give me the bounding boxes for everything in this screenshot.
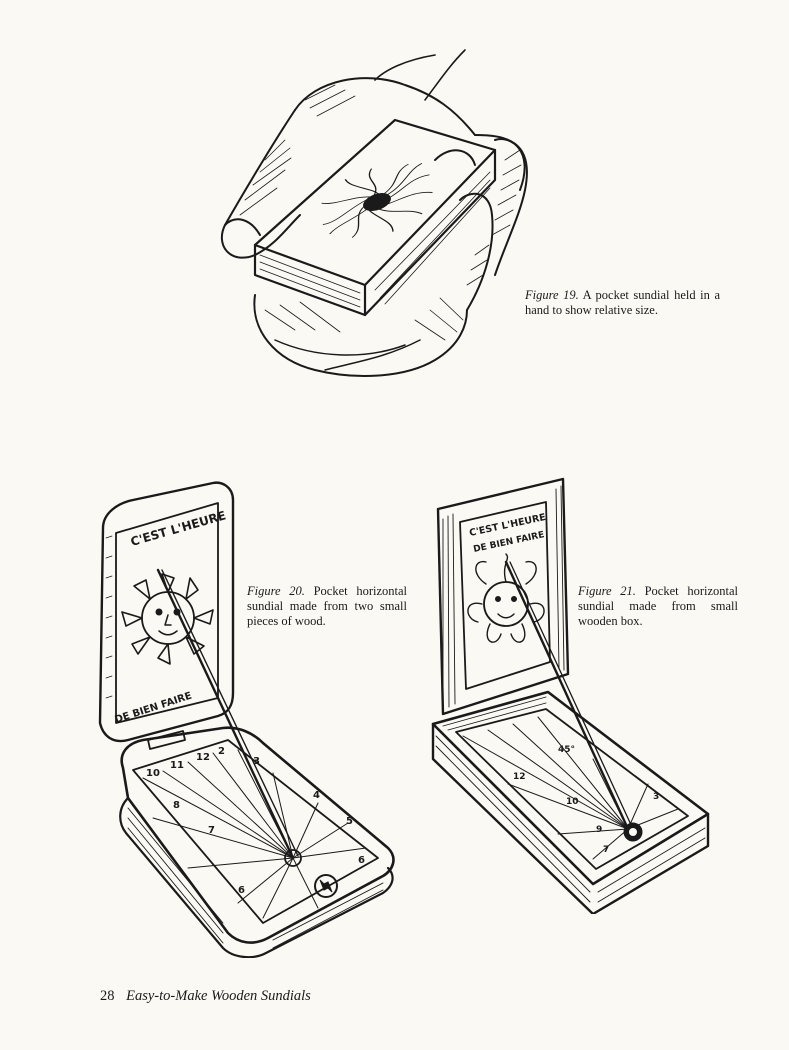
svg-text:5: 5: [346, 816, 353, 827]
figure-20-illustration: C'EST L'HEURE DE BIEN FAIRE: [88, 478, 403, 958]
svg-text:10: 10: [146, 768, 160, 779]
figure-20-caption: Figure 20. Pocket horizontal sundial mad…: [247, 584, 407, 629]
figure-21-caption-text: Pocket horizontal sundial made from smal…: [578, 584, 738, 628]
figure-20-label: Figure 20.: [247, 584, 305, 598]
svg-text:9: 9: [596, 825, 602, 835]
svg-text:2: 2: [218, 746, 225, 757]
page-number: 28: [100, 988, 115, 1004]
svg-text:3: 3: [653, 792, 659, 802]
svg-text:4: 4: [313, 790, 320, 801]
svg-text:10: 10: [566, 797, 579, 807]
figure-21-label: Figure 21.: [578, 584, 636, 598]
svg-text:7: 7: [603, 845, 609, 855]
svg-text:8: 8: [173, 800, 180, 811]
figure-19-illustration: [205, 40, 585, 390]
figure-20-caption-text: Pocket horizontal sundial made from two …: [247, 584, 407, 628]
figure-19-label: Figure 19.: [525, 288, 579, 302]
book-title: Easy-to-Make Wooden Sundials: [126, 988, 311, 1004]
svg-text:7: 7: [208, 825, 215, 836]
figure-19-caption-text: A pocket sundial held in a hand to show …: [525, 288, 720, 317]
svg-text:6: 6: [358, 855, 365, 866]
svg-text:11: 11: [170, 760, 184, 771]
svg-text:6: 6: [238, 885, 245, 896]
figure-21-caption: Figure 21. Pocket horizontal sundial mad…: [578, 584, 738, 629]
lid-motto-bottom: DE BIEN FAIRE: [114, 691, 194, 726]
svg-text:12: 12: [513, 772, 526, 782]
svg-text:12: 12: [196, 752, 210, 763]
svg-text:3: 3: [253, 756, 260, 767]
figure-21-illustration: C'EST L'HEURE DE BIEN FAIRE: [418, 474, 718, 914]
figure-19-caption: Figure 19. A pocket sundial held in a ha…: [525, 288, 720, 318]
svg-text:45°: 45°: [558, 745, 575, 755]
page-footer: 28 Easy-to-Make Wooden Sundials: [100, 988, 311, 1005]
